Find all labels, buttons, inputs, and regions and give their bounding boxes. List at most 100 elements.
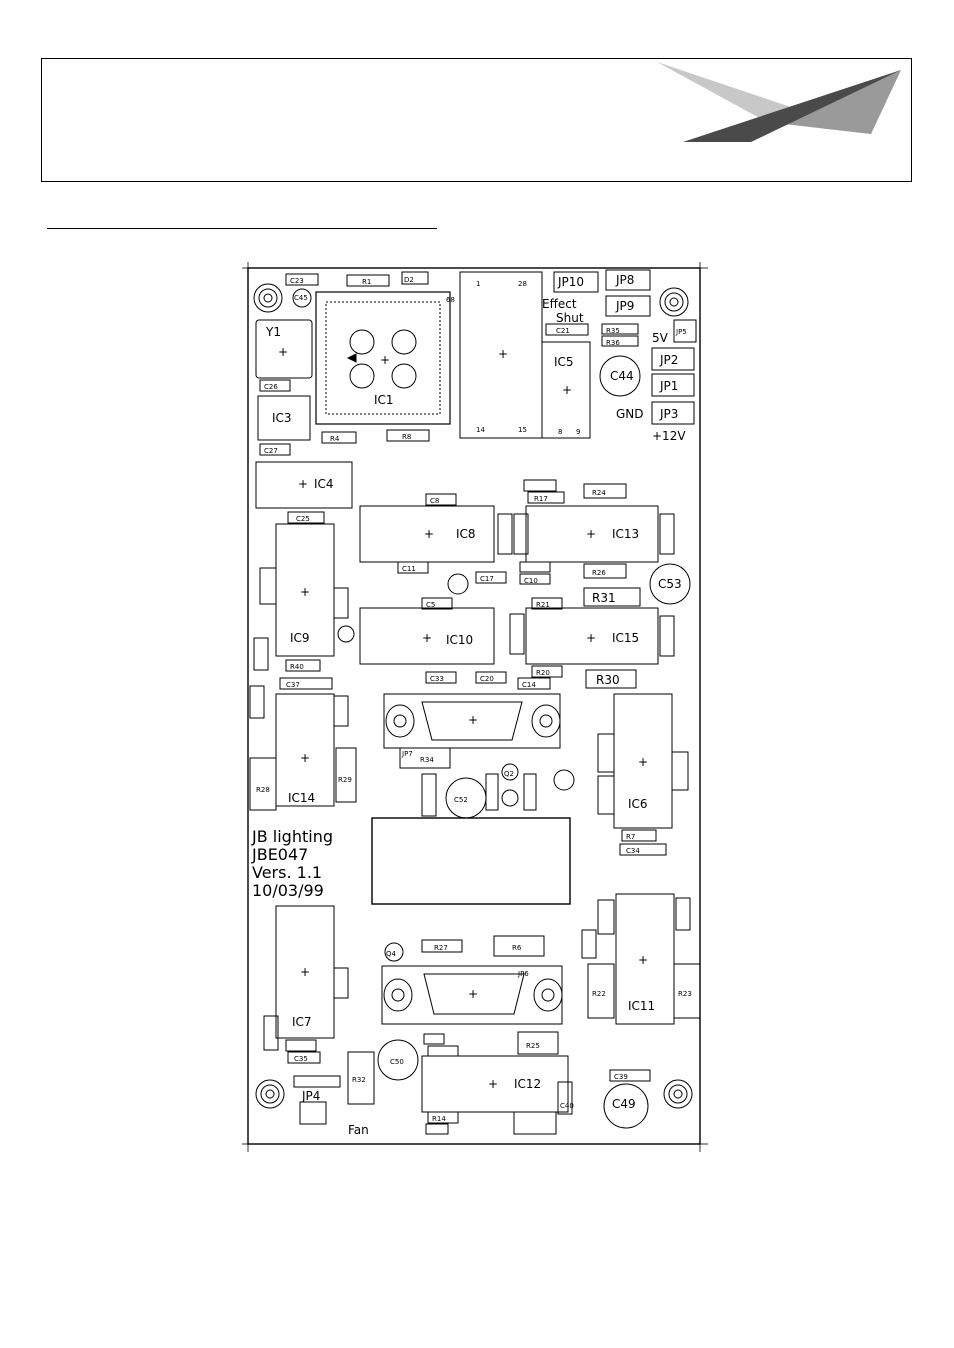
svg-text:+: +: [422, 631, 432, 645]
label-c49: C49: [612, 1097, 636, 1111]
resistor-r26: [583, 563, 627, 579]
jumper-jp8: [605, 269, 651, 291]
label-r14: R14: [432, 1115, 446, 1123]
connector-jp7: +: [383, 693, 561, 749]
mounting-hole: [253, 283, 283, 313]
label-c52: C52: [454, 796, 468, 804]
resistor-r32: [347, 1051, 375, 1105]
resistor-r7: [621, 829, 657, 842]
label-c10: C10: [524, 577, 538, 585]
capacitor-c18: [423, 1033, 445, 1045]
label-jp10: JP10: [557, 275, 584, 289]
resistor-r40: [285, 659, 321, 672]
label-jp9: JP9: [615, 299, 634, 313]
capacitor-c21: [545, 323, 589, 336]
capacitor-c26: [259, 379, 291, 392]
capacitor-c50: [377, 1039, 419, 1081]
label-ic1: IC1: [374, 393, 394, 407]
resistor-r14: [427, 1111, 459, 1124]
capacitor-c12: [421, 773, 437, 817]
jumper-jp2: [651, 347, 695, 371]
jumper-jp10: [553, 271, 599, 293]
jumper-jp5: [673, 319, 697, 343]
label-c50: C50: [390, 1058, 404, 1066]
capacitor-c15: [425, 1123, 449, 1135]
label-ic12: IC12: [514, 1077, 541, 1091]
svg-text:+: +: [468, 713, 478, 727]
label-r6: R6: [512, 944, 522, 952]
label-ic14: IC14: [288, 791, 315, 805]
chip-ic1: +: [315, 291, 451, 425]
capacitor-c53: [649, 563, 691, 605]
capacitor-c11: [397, 561, 429, 574]
svg-text:+: +: [586, 527, 596, 541]
label-r22: R22: [592, 990, 606, 998]
label-r40: R40: [290, 663, 304, 671]
crystal-y1: [255, 319, 313, 379]
label-c23: C23: [290, 277, 304, 285]
label-ic6: IC6: [628, 797, 648, 811]
resistor-r1: [346, 274, 390, 287]
label-c8: C8: [430, 497, 439, 505]
svg-text:+: +: [488, 1077, 498, 1091]
label-jp5: JP5: [675, 328, 687, 336]
resistor-r29: [335, 747, 357, 803]
capacitor-c3: [259, 567, 277, 605]
capacitor-c8: [425, 493, 457, 506]
capacitor-c45: [292, 288, 312, 308]
capacitor-c20: [475, 671, 507, 684]
label-5v: 5V: [652, 331, 669, 345]
transistor-q2: [501, 763, 519, 781]
capacitor-c33: [425, 671, 457, 684]
svg-text:14: 14: [476, 426, 485, 434]
resistor-r21: [531, 597, 563, 610]
capacitor-c10: [519, 573, 551, 585]
capacitor-c6: [581, 929, 597, 959]
board-part-number: JBE047: [251, 845, 308, 864]
label-jp8: JP8: [615, 273, 634, 287]
label-jp6: JP6: [517, 970, 529, 978]
svg-text:+: +: [638, 953, 648, 967]
corner-marks: [242, 262, 708, 1152]
capacitor-c14: [517, 677, 551, 690]
label-c17: C17: [480, 575, 494, 583]
svg-text:9: 9: [576, 428, 580, 436]
capacitor-c37: [279, 677, 333, 690]
label-r34: R34: [420, 756, 434, 764]
svg-text:+: +: [300, 965, 310, 979]
resistor-r13: [675, 897, 691, 931]
label-r32: R32: [352, 1076, 366, 1084]
capacitor-c5: [421, 597, 453, 610]
resistor-r12: [519, 561, 551, 573]
capacitor-c46: [553, 769, 575, 791]
label-c37: C37: [286, 681, 300, 689]
resistor-r28: [249, 757, 277, 811]
capacitor-c25: [287, 511, 325, 524]
board-version: Vers. 1.1: [252, 863, 322, 882]
capacitor-c44: [599, 355, 641, 397]
label-c44: C44: [610, 369, 634, 383]
label-r7: R7: [626, 833, 635, 841]
label-ic4: IC4: [314, 477, 334, 491]
capacitor-c1: [671, 751, 689, 791]
label-c26: C26: [264, 383, 278, 391]
resistor-r30: [585, 669, 637, 689]
label-c5: C5: [426, 601, 435, 609]
chip-ic10: [359, 607, 495, 665]
label-jp3: JP3: [659, 407, 678, 421]
mounting-hole: [659, 287, 689, 317]
svg-text:+: +: [380, 353, 390, 367]
capacitor-c36: [513, 513, 529, 555]
label-ic10: IC10: [446, 633, 473, 647]
label-fan: Fan: [348, 1123, 369, 1137]
capacitor-c41: [659, 513, 675, 555]
label-c33: C33: [430, 675, 444, 683]
svg-text:8: 8: [558, 428, 562, 436]
label-ic3: IC3: [272, 411, 292, 425]
svg-text:+: +: [298, 477, 308, 491]
capacitor-c39b: [609, 1069, 651, 1082]
label-12v: +12V: [652, 429, 686, 443]
label-r35: R35: [606, 327, 620, 335]
svg-text:+: +: [498, 347, 508, 361]
resistor-r22: [587, 963, 615, 1019]
